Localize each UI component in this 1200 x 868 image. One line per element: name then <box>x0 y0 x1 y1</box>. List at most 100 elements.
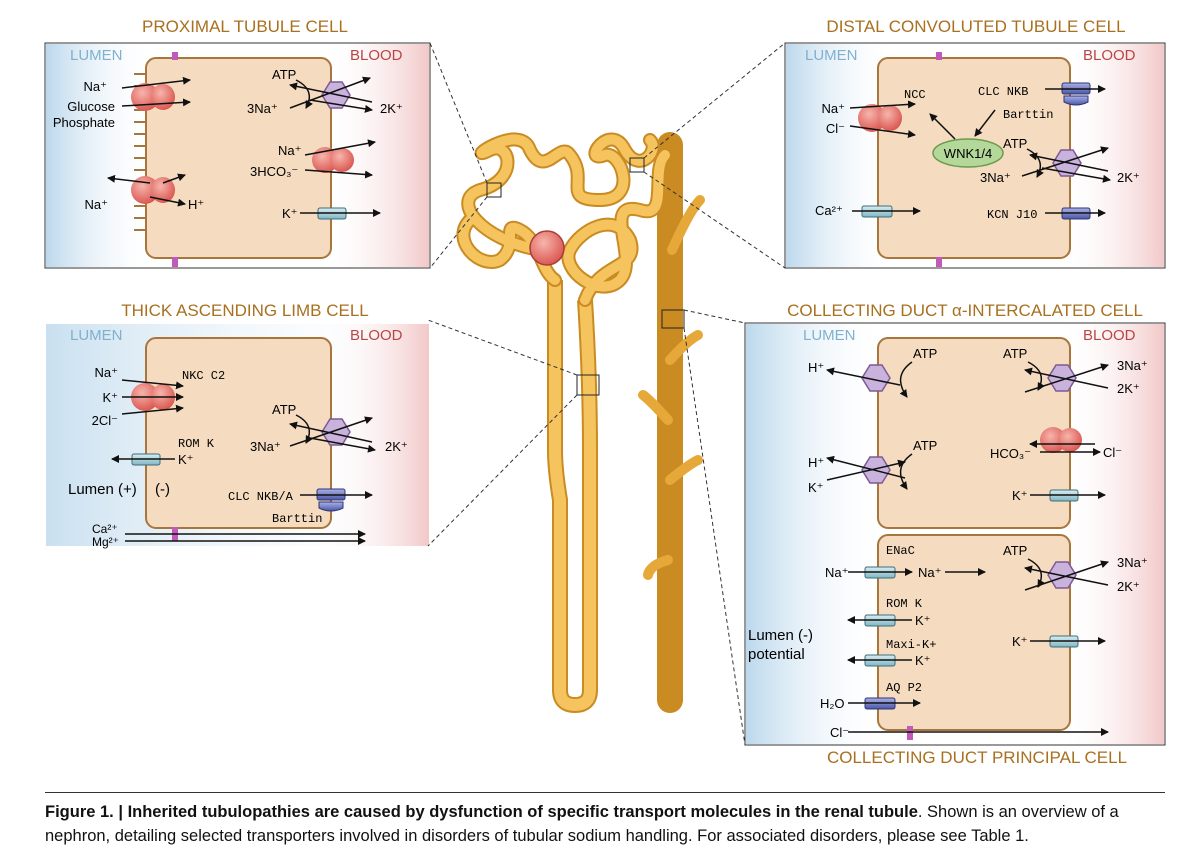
zoom-lines <box>427 42 786 746</box>
cd-k-ic-label: K⁺ <box>808 480 824 495</box>
wnk-kinase-icon <box>932 138 1004 168</box>
cd-k-bl-label: K⁺ <box>1012 488 1028 503</box>
tal-romk-k-label: K⁺ <box>178 452 194 467</box>
dct-ca-label: Ca²⁺ <box>815 203 843 218</box>
wnk-label: WNK1/4 <box>944 146 992 161</box>
proximal-na2-label: Na⁺ <box>278 143 301 158</box>
dct-barttin-label: Barttin <box>1003 108 1053 122</box>
kcnj10-label: KCN J10 <box>987 208 1037 222</box>
cd-na-r-label: Na⁺ <box>918 565 941 580</box>
cd-2k-a-label: 2K⁺ <box>1117 381 1140 396</box>
nephron-illustration <box>427 42 786 746</box>
proximal-tight-junction-bottom <box>172 257 178 267</box>
proximal-2k-label: 2K⁺ <box>380 101 403 116</box>
caption-bold: Inherited tubulopathies are caused by dy… <box>127 803 918 821</box>
panel-distal-convoluted-tubule: DISTAL CONVOLUTED TUBULE CELL LUMEN BLOO… <box>784 17 1166 269</box>
proximal-3na-label: 3Na⁺ <box>247 101 278 116</box>
tal-2cl-label: 2Cl⁻ <box>92 413 118 428</box>
proximal-na-ex-label: Na⁺ <box>85 197 108 212</box>
tal-nak-atpase-icon <box>321 418 351 446</box>
glomerulus-icon <box>529 230 565 266</box>
proximal-blood-label: BLOOD <box>350 47 403 64</box>
tal-blood-label: BLOOD <box>350 327 403 344</box>
proximal-hco3-label: 3HCO₃⁻ <box>250 164 298 179</box>
cd-na-l-label: Na⁺ <box>825 565 848 580</box>
panel-collecting-duct: COLLECTING DUCT α-INTERCALATED CELL LUME… <box>744 301 1166 767</box>
dct-tight-junction-bottom <box>936 257 942 267</box>
dct-title: DISTAL CONVOLUTED TUBULE CELL <box>826 17 1125 36</box>
cd-lumen-pot1-label: Lumen (-) <box>748 627 813 644</box>
sglt-cotransporter-icon <box>131 83 175 111</box>
dct-3na-label: 3Na⁺ <box>980 170 1011 185</box>
proximal-atp-label: ATP <box>272 67 296 82</box>
dct-blood-label: BLOOD <box>1083 47 1136 64</box>
proximal-phosphate-label: Phosphate <box>53 115 115 130</box>
cd-h2o-label: H₂O <box>820 696 845 711</box>
cd-tight-junction <box>907 726 913 740</box>
cd-cl-label: Cl⁻ <box>830 725 849 740</box>
cd-k-bl2-label: K⁺ <box>1012 634 1028 649</box>
ncc-label: NCC <box>904 88 926 102</box>
dct-atp-label: ATP <box>1003 136 1027 151</box>
cd-title: COLLECTING DUCT α-INTERCALATED CELL <box>787 301 1143 320</box>
tal-2k-label: 2K⁺ <box>385 439 408 454</box>
cd-3na-b-label: 3Na⁺ <box>1117 555 1148 570</box>
cd-hco3-label: HCO₃⁻ <box>990 446 1031 461</box>
tal-na-label: Na⁺ <box>95 365 118 380</box>
tal-barttin-label: Barttin <box>272 512 322 526</box>
tal-ca-label: Ca²⁺ <box>92 522 118 536</box>
proximal-lumen-bg <box>46 44 156 267</box>
nephron-diagram: PROXIMAL TUBULE CELL LUMEN BLOOD Na⁺ Glu… <box>44 17 1166 767</box>
tal-lumen-potential-label: Lumen (+) <box>68 481 137 498</box>
proximal-k-label: K⁺ <box>282 206 298 221</box>
tal-atp-label: ATP <box>272 402 296 417</box>
proximal-h-label: H⁺ <box>188 197 204 212</box>
cd-principal-title: COLLECTING DUCT PRINCIPAL CELL <box>827 748 1127 767</box>
tal-clcnkb-channel-icon <box>316 488 346 512</box>
dct-lumen-label: LUMEN <box>805 47 858 64</box>
dct-2k-label: 2K⁺ <box>1117 170 1140 185</box>
cd-blood-bg <box>1060 324 1164 744</box>
caption-rule <box>45 792 1165 793</box>
figure-caption: Figure 1. | Inherited tubulopathies are … <box>45 800 1165 848</box>
tal-k-label: K⁺ <box>102 390 118 405</box>
dct-blood-bg <box>1060 44 1164 267</box>
tal-mg-label: Mg²⁺ <box>92 535 119 549</box>
enac-label: ENaC <box>886 544 915 558</box>
cd-atp1-label: ATP <box>913 346 937 361</box>
dct-cl-label: Cl⁻ <box>826 121 845 136</box>
cd-h2-label: H⁺ <box>808 455 824 470</box>
principal-cell <box>877 534 1071 731</box>
tal-lumen-label: LUMEN <box>70 327 123 344</box>
caption-lead: Figure 1. | <box>45 803 128 821</box>
cd-atp3-label: ATP <box>913 438 937 453</box>
ncc-cotransporter-icon <box>858 104 902 132</box>
cd-maxik-k-label: K⁺ <box>915 653 931 668</box>
cd-romk-label: ROM K <box>886 597 923 611</box>
ae1-exchanger-icon <box>1040 427 1082 453</box>
tal-minus-label: (-) <box>155 481 170 498</box>
tal-title: THICK ASCENDING LIMB CELL <box>121 301 369 320</box>
cd-lumen-bg <box>746 324 886 744</box>
cd-h1-label: H⁺ <box>808 360 824 375</box>
cd-romk-k-label: K⁺ <box>915 613 931 628</box>
tal-clcnkba-label: CLC NKB/A <box>228 490 294 504</box>
tal-3na-label: 3Na⁺ <box>250 439 281 454</box>
maxik-label: Maxi-K+ <box>886 638 936 652</box>
cd-blood-label: BLOOD <box>1083 327 1136 344</box>
proximal-na-label: Na⁺ <box>84 79 107 94</box>
caption-rest: . Shown is an overview of a nephron, det… <box>45 803 1119 845</box>
aqp2-label: AQ P2 <box>886 681 922 695</box>
proximal-tight-junction-top <box>172 52 178 60</box>
nkcc2-label: NKC C2 <box>182 369 225 383</box>
proximal-lumen-label: LUMEN <box>70 47 123 64</box>
tal-romk-label: ROM K <box>178 437 215 451</box>
cd-lumen-label: LUMEN <box>803 327 856 344</box>
panel-proximal-tubule: PROXIMAL TUBULE CELL LUMEN BLOOD Na⁺ Glu… <box>44 17 431 269</box>
nhe3-exchanger-icon <box>131 176 175 204</box>
proximal-glucose-label: Glucose <box>67 99 115 114</box>
dct-tight-junction-top <box>936 52 942 60</box>
panel-thick-ascending-limb: THICK ASCENDING LIMB CELL LUMEN BLOOD Na… <box>46 301 429 549</box>
h-atpase-icon <box>861 364 891 392</box>
cd-cl-ic-label: Cl⁻ <box>1103 445 1122 460</box>
